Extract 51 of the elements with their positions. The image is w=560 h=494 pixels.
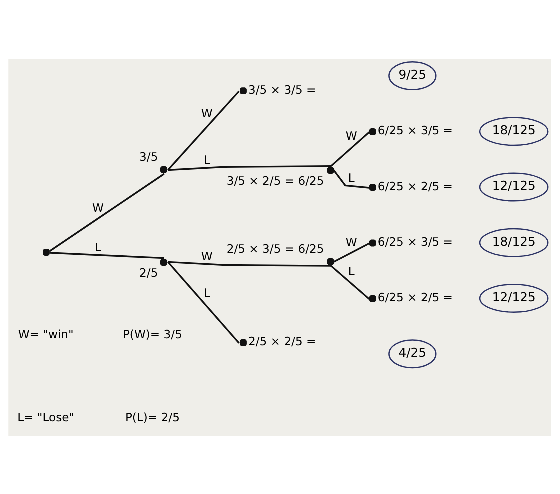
node-circle — [369, 128, 376, 135]
edge-label: L — [348, 264, 355, 278]
label: L= "Lose" — [18, 410, 75, 424]
node-circle — [369, 184, 376, 191]
node-label: 6/25 × 2/5 = — [378, 178, 453, 193]
node-ellipse: 12/125 — [479, 172, 549, 202]
edge-label: L — [348, 170, 355, 184]
node-label: 2/5 × 2/5 = — [248, 334, 316, 348]
node-circle — [43, 248, 50, 256]
node-ellipse: 9/25 — [388, 60, 437, 90]
node-ellipse: 4/25 — [388, 339, 437, 368]
node-circle — [369, 294, 376, 302]
connector — [168, 261, 240, 344]
node-circle — [240, 87, 247, 94]
edge-label: W — [201, 106, 213, 120]
connector — [333, 169, 370, 188]
node-label: 6/25 × 3/5 = — [378, 123, 453, 138]
node-circle — [369, 239, 376, 246]
edge-label: L — [95, 240, 102, 254]
node-label: 3/5 × 2/5 = 6/25 — [226, 173, 324, 188]
edge-label: L — [204, 152, 210, 167]
node-label: 6/25 × 3/5 = — [378, 234, 453, 248]
label: P(W)= 3/5 — [122, 326, 182, 341]
connector — [333, 242, 370, 262]
edge-label: W — [92, 200, 104, 214]
edge-label: L — [204, 285, 210, 300]
node-label: 2/5 × 3/5 = 6/25 — [226, 241, 324, 256]
edge-label: W — [346, 128, 358, 143]
node-ellipse: 12/125 — [479, 283, 549, 313]
label: P(L)= 2/5 — [125, 410, 180, 424]
node-label: 6/25 × 2/5 = — [378, 290, 453, 304]
node-label: 3/5 × 3/5 = — [248, 82, 316, 96]
node-circle — [327, 166, 334, 174]
node-circle — [327, 258, 334, 265]
connector — [168, 90, 240, 170]
node-circle — [240, 338, 247, 346]
connector — [330, 264, 370, 300]
node-ellipse: 18/125 — [479, 116, 549, 146]
label: W= "win" — [18, 326, 74, 341]
node-label: 2/5 — [140, 265, 158, 280]
node-label: 3/5 — [140, 149, 158, 164]
connector — [50, 172, 165, 252]
edge-label: W — [201, 249, 213, 264]
node-circle — [160, 258, 168, 266]
connector — [50, 252, 164, 259]
connector — [330, 131, 370, 167]
connector — [168, 260, 332, 266]
node-circle — [160, 166, 168, 173]
node-ellipse: 18/125 — [479, 228, 549, 257]
edge-label: W — [346, 235, 358, 250]
connector — [168, 165, 332, 171]
